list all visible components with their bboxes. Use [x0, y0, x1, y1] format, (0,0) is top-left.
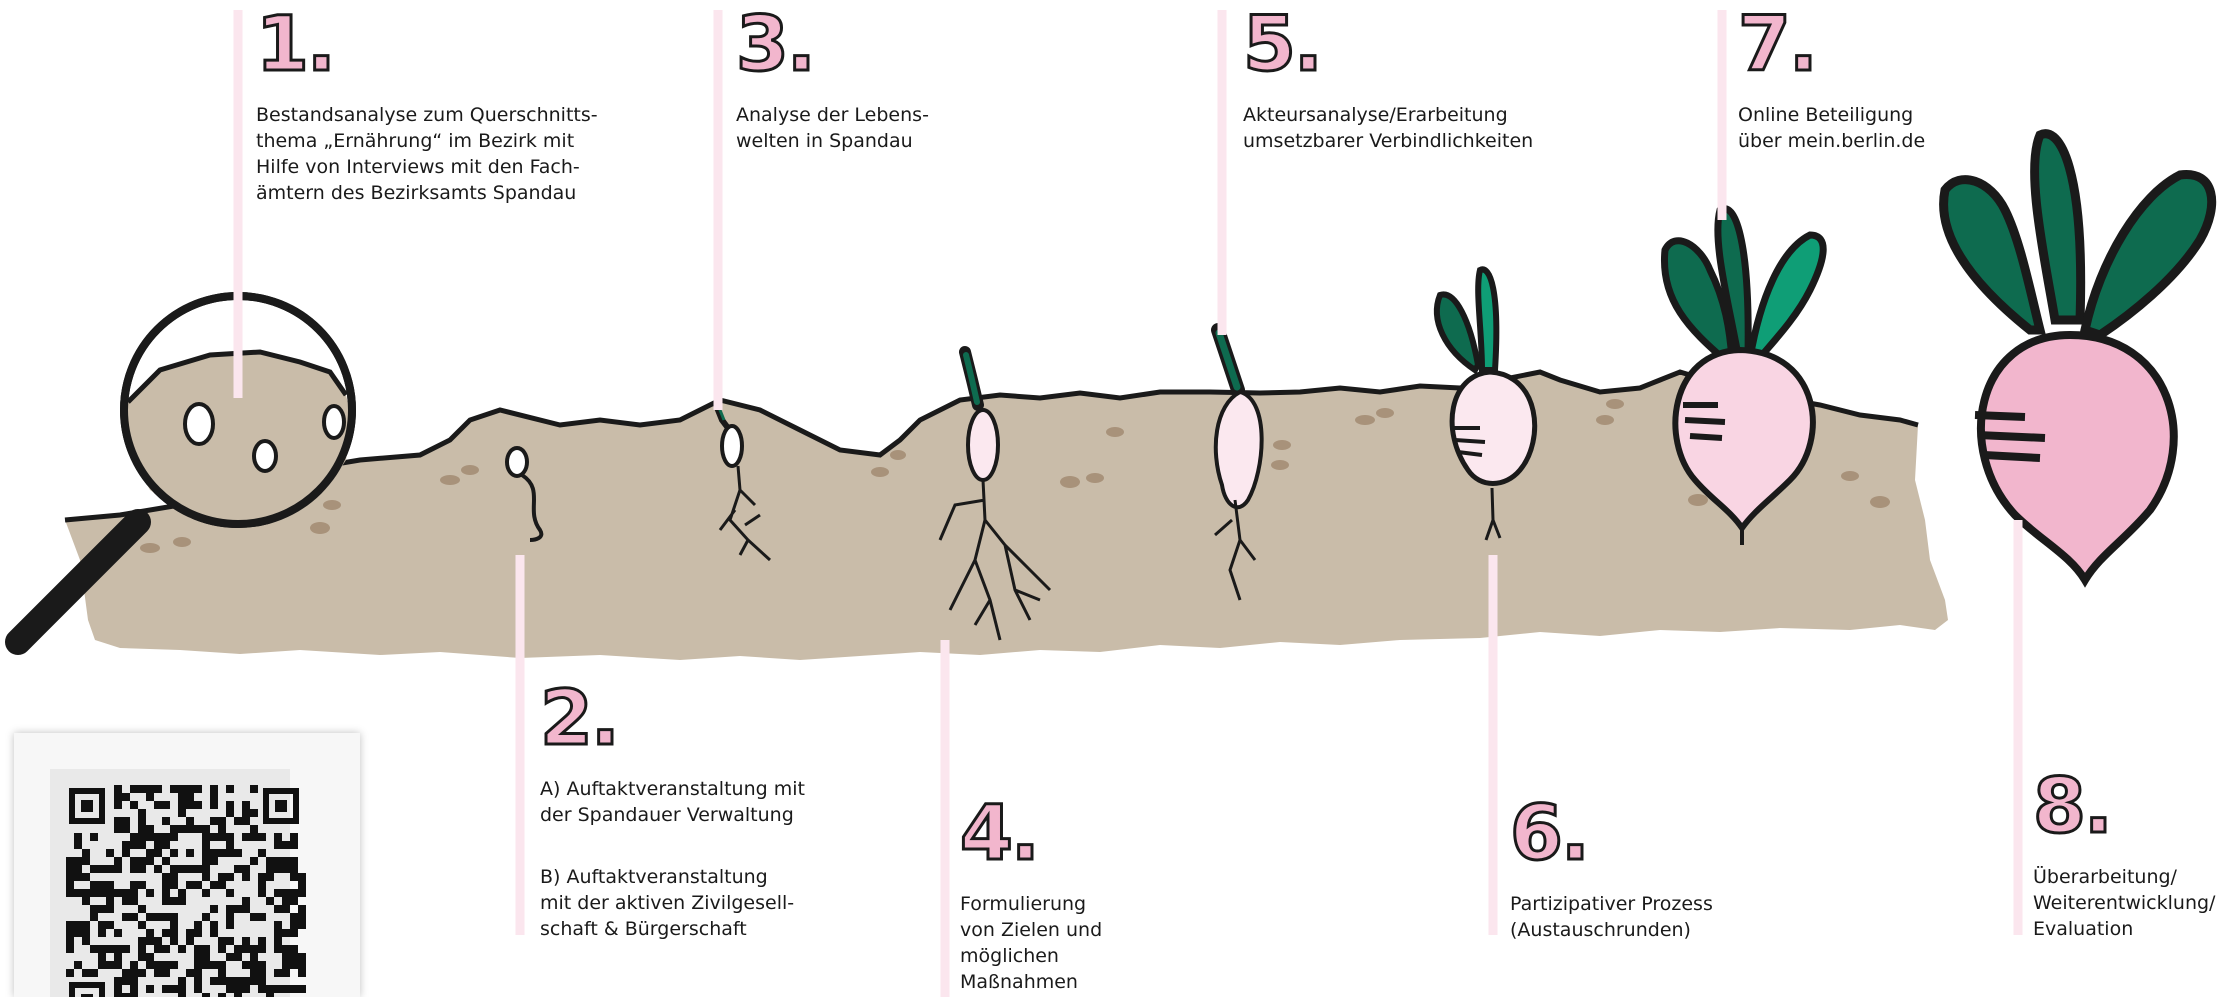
step-text-a: A) Auftaktveranstaltung mit der Spandaue… [540, 776, 805, 828]
step-number: 3. [736, 6, 929, 82]
step-number: 1. [256, 6, 598, 82]
step-6: 6. Partizipativer Prozess (Austauschrund… [1510, 795, 1713, 943]
step-3: 3. Analyse der Lebens- welten in Spandau [736, 6, 929, 154]
step-2: 2. A) Auftaktveranstaltung mit der Spand… [540, 680, 805, 942]
step-text: Formulierung von Zielen und möglichen Ma… [960, 891, 1102, 995]
step-text: Partizipativer Prozess (Austauschrunden) [1510, 891, 1713, 943]
step-number: 5. [1243, 6, 1533, 82]
step-number: 6. [1510, 795, 1713, 871]
step-text: Bestandsanalyse zum Querschnitts- thema … [256, 102, 598, 206]
step-7: 7. Online Beteiligung über mein.berlin.d… [1738, 6, 1925, 154]
step-text: Online Beteiligung über mein.berlin.de [1738, 102, 1925, 154]
step-number: 8. [2033, 768, 2215, 844]
qr-code-card [14, 733, 360, 997]
step-number: 4. [960, 795, 1102, 871]
step-text: Überarbeitung/ Weiterentwicklung/ Evalua… [2033, 864, 2215, 942]
step-number: 7. [1738, 6, 1925, 82]
step-5: 5. Akteursanalyse/Erarbeitung umsetzbare… [1243, 6, 1533, 154]
qr-code [14, 733, 360, 997]
step-text: Analyse der Lebens- welten in Spandau [736, 102, 929, 154]
step-text-b: B) Auftaktveranstaltung mit der aktiven … [540, 864, 805, 942]
step-number: 2. [540, 680, 805, 756]
step-1: 1. Bestandsanalyse zum Querschnitts- the… [256, 6, 598, 206]
step-8: 8. Überarbeitung/ Weiterentwicklung/ Eva… [2033, 768, 2215, 942]
beet-icon-large [1944, 134, 2212, 580]
step-text: Akteursanalyse/Erarbeitung umsetzbarer V… [1243, 102, 1533, 154]
step-4: 4. Formulierung von Zielen und möglichen… [960, 795, 1102, 995]
